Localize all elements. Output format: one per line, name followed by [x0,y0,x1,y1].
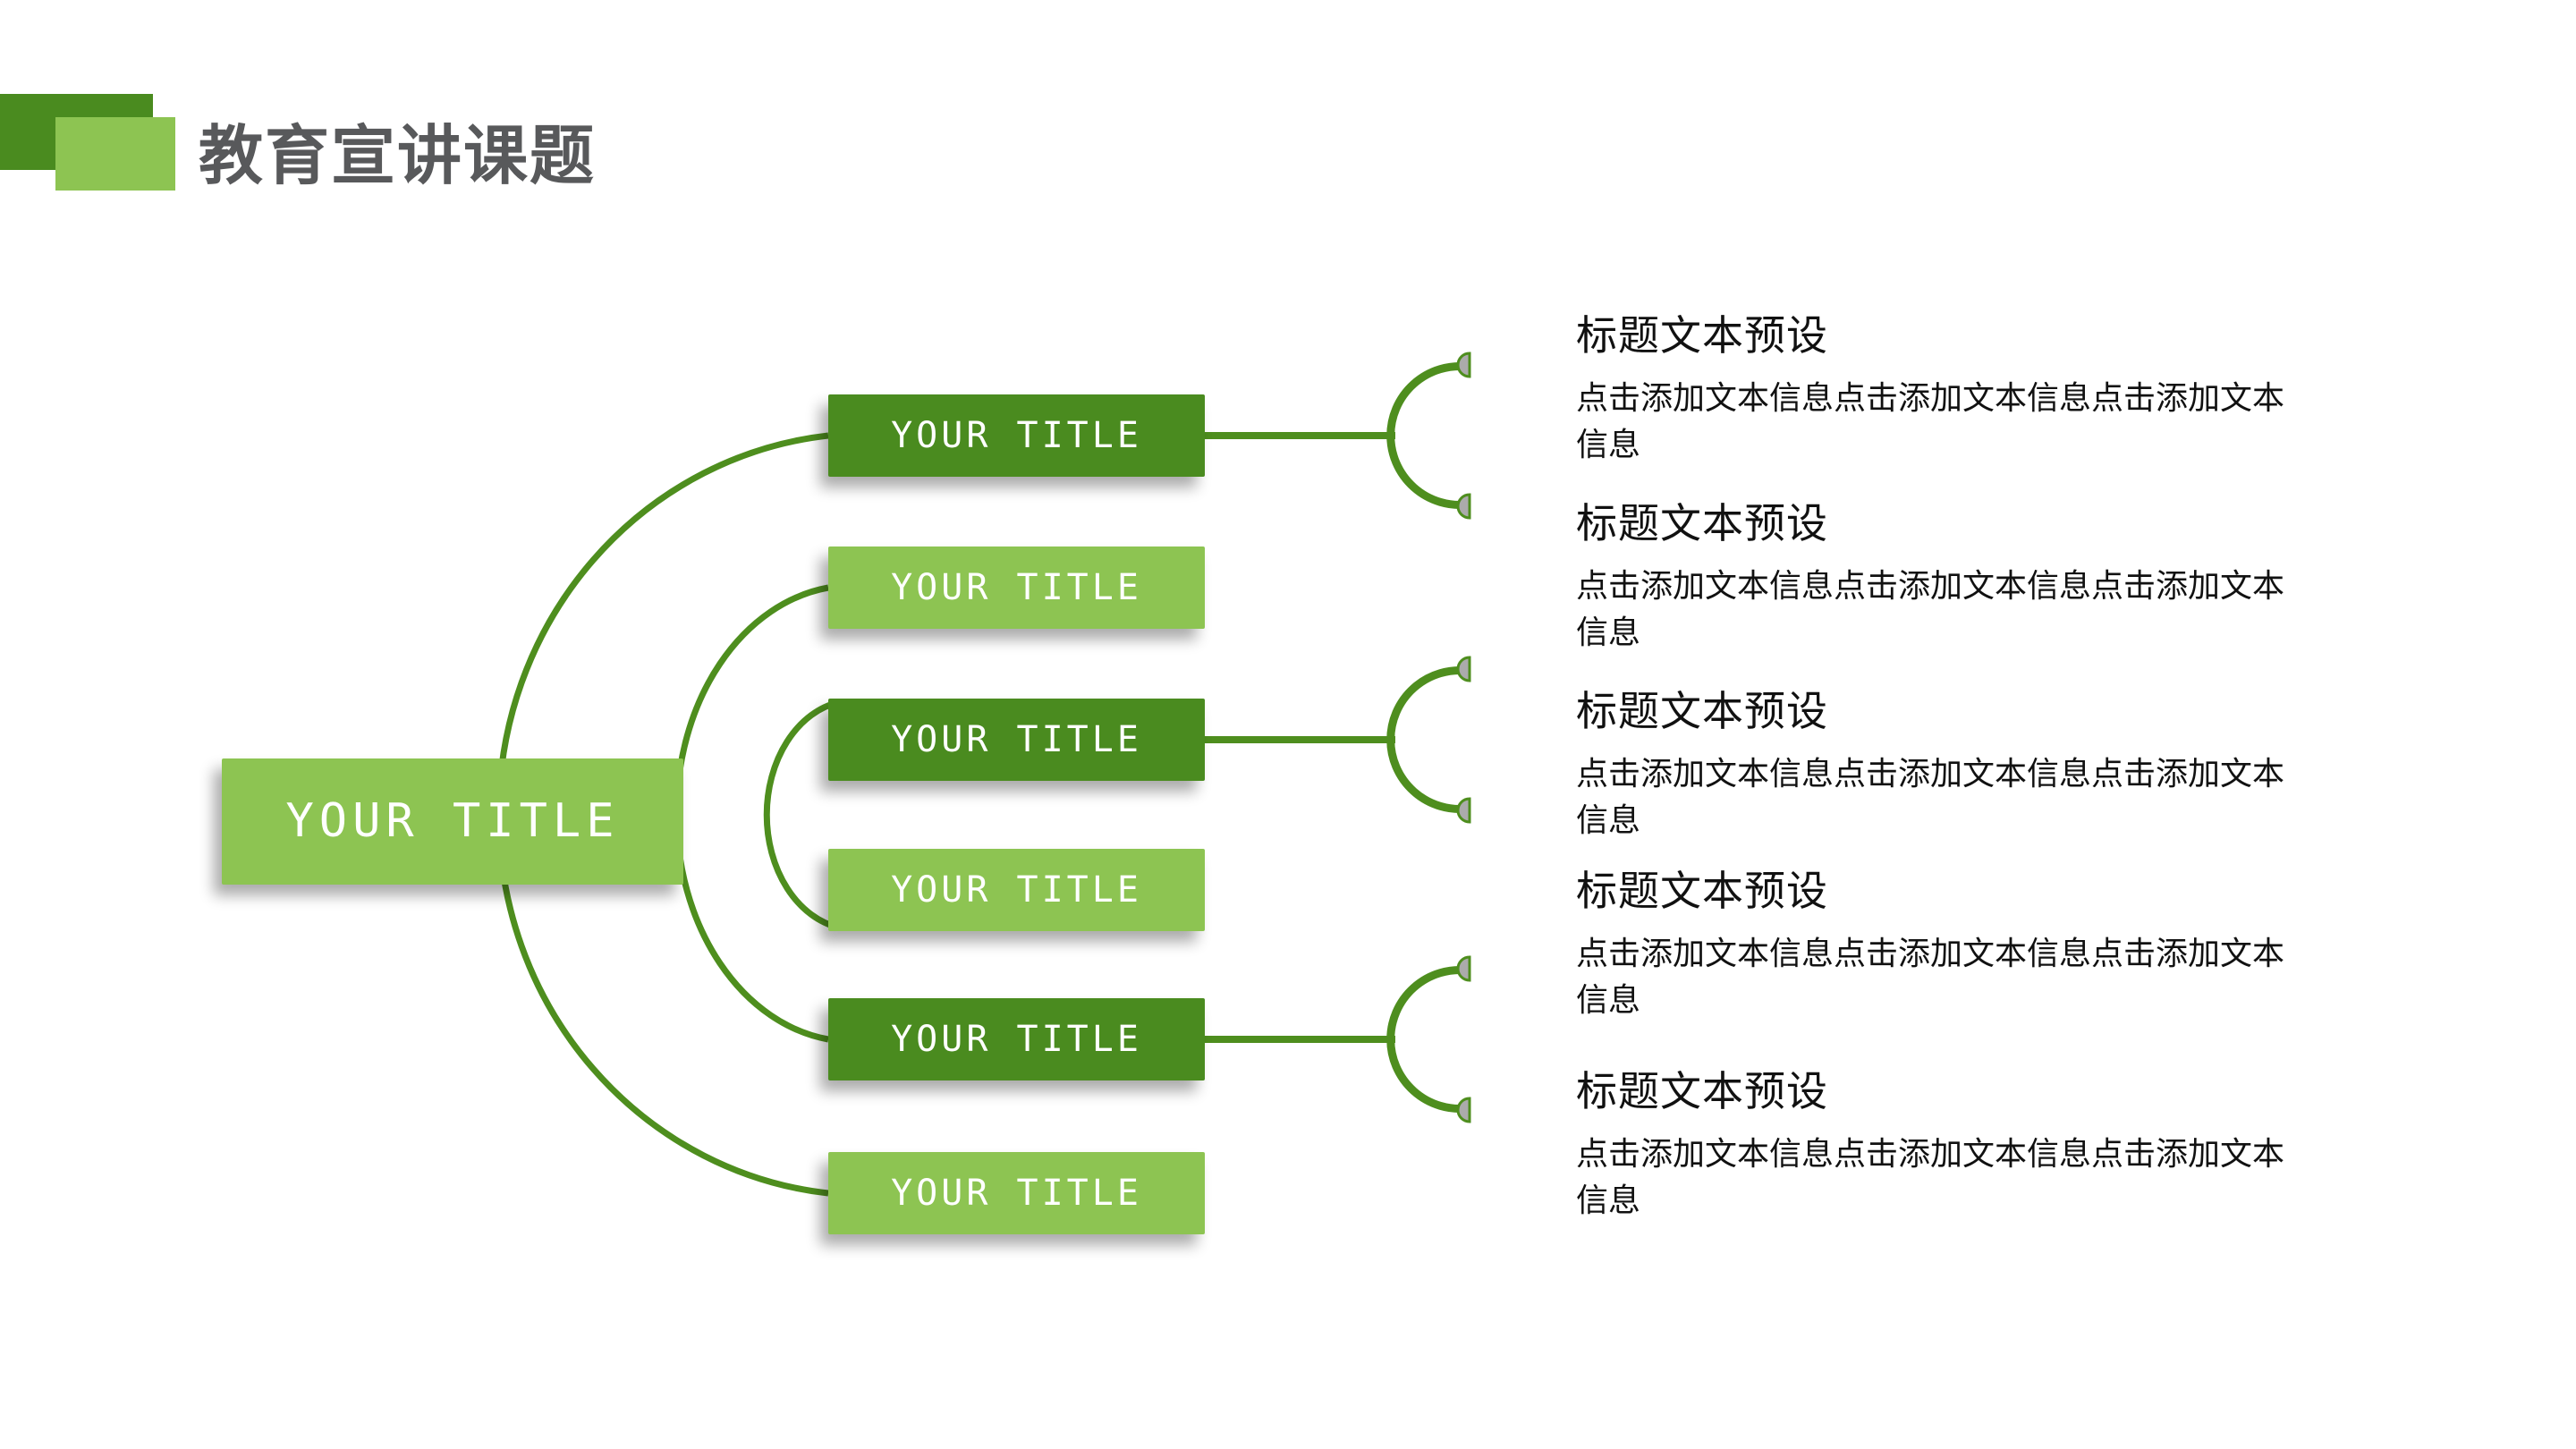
branch-node-4: YOUR TITLE [828,849,1205,931]
arc-end-cap [1456,1097,1471,1123]
branch-node-3: YOUR TITLE [828,699,1205,781]
info-heading: 标题文本预设 [1576,312,1828,359]
info-body: 点击添加文本信息点击添加文本信息点击添加文本信息 [1576,755,2285,838]
arc-end-cap [1456,493,1471,520]
info-body: 点击添加文本信息点击添加文本信息点击添加文本信息 [1576,567,2285,650]
info-heading: 标题文本预设 [1576,868,1828,914]
arc-end-cap [1456,656,1471,682]
connector-arc-middle [674,584,829,1043]
arc-end-cap [1456,955,1471,982]
bracket-connector [1203,656,1471,824]
info-block-1: 标题文本预设 点击添加文本信息点击添加文本信息点击添加文本信息 [1576,309,2292,468]
branch-node-label: YOUR TITLE [891,719,1142,760]
branch-node-6: YOUR TITLE [828,1152,1205,1234]
root-node: YOUR TITLE [222,758,683,885]
branch-node-label: YOUR TITLE [891,1019,1142,1060]
info-block-3: 标题文本预设 点击添加文本信息点击添加文本信息点击添加文本信息 [1576,684,2292,843]
info-body: 点击添加文本信息点击添加文本信息点击添加文本信息 [1576,1135,2285,1218]
root-node-label: YOUR TITLE [285,794,620,848]
info-block-4: 标题文本预设 点击添加文本信息点击添加文本信息点击添加文本信息 [1576,864,2292,1023]
info-block-5: 标题文本预设 点击添加文本信息点击添加文本信息点击添加文本信息 [1576,1064,2292,1224]
title-accent-light-square [55,117,175,191]
bracket-connector [1203,352,1471,520]
bracket-arc [1386,362,1469,509]
bracket-arc [1386,666,1469,813]
branch-node-label: YOUR TITLE [891,869,1142,911]
info-block-2: 标题文本预设 点击添加文本信息点击添加文本信息点击添加文本信息 [1576,496,2292,656]
bracket-arc [1386,966,1469,1113]
info-body: 点击添加文本信息点击添加文本信息点击添加文本信息 [1576,379,2285,462]
connector-arc-inner [763,699,840,931]
arc-end-cap [1456,797,1471,824]
branch-node-2: YOUR TITLE [828,547,1205,629]
branch-node-label: YOUR TITLE [891,415,1142,456]
info-body: 点击添加文本信息点击添加文本信息点击添加文本信息 [1576,935,2285,1018]
bracket-connector [1203,955,1471,1123]
arc-end-cap [1456,352,1471,378]
branch-node-5: YOUR TITLE [828,998,1205,1080]
info-heading: 标题文本预设 [1576,688,1828,734]
info-heading: 标题文本预设 [1576,1068,1828,1114]
branch-node-label: YOUR TITLE [891,567,1142,608]
info-heading: 标题文本预设 [1576,500,1828,547]
page-title: 教育宣讲课题 [199,121,597,192]
branch-node-label: YOUR TITLE [891,1173,1142,1214]
branch-node-1: YOUR TITLE [828,394,1205,477]
